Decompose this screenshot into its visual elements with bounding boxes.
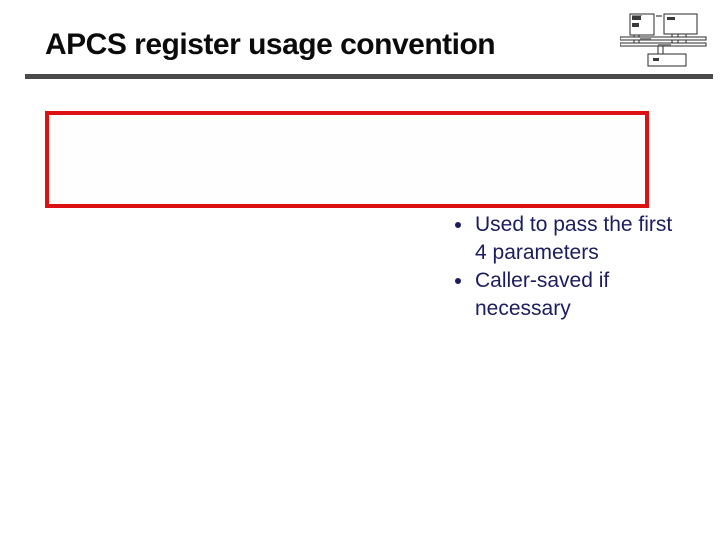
- bullet-item: Caller-saved if necessary: [452, 267, 674, 323]
- bullet-item: Used to pass the first 4 parameters: [452, 211, 674, 267]
- bullet-text: Caller-saved if necessary: [475, 269, 610, 320]
- title-divider-rule: [25, 74, 713, 79]
- highlight-box: [45, 111, 649, 208]
- architecture-block-diagram-icon: [620, 13, 707, 67]
- bullet-text: Used to pass the first 4 parameters: [475, 213, 673, 264]
- bullet-dot-icon: [455, 222, 461, 228]
- slide-title: APCS register usage convention: [45, 28, 496, 61]
- bullet-dot-icon: [455, 278, 461, 284]
- bullet-list: Used to pass the first 4 parameters Call…: [452, 211, 674, 323]
